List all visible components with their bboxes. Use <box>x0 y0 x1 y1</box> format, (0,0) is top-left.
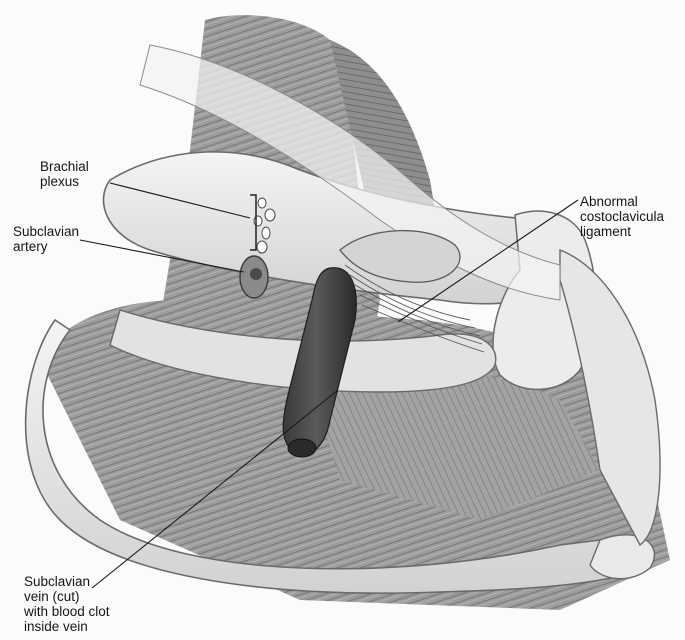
label-subclavian-artery: Subclavian artery <box>13 224 79 254</box>
label-abnormal-ligament: Abnormal costoclavicula ligament <box>580 194 664 239</box>
label-brachial-plexus: Brachial plexus <box>40 159 89 189</box>
artery-lumen <box>250 268 262 280</box>
label-subclavian-vein: Subclavian vein (cut) with blood clot in… <box>24 574 110 634</box>
vein-cut-end <box>288 439 316 457</box>
